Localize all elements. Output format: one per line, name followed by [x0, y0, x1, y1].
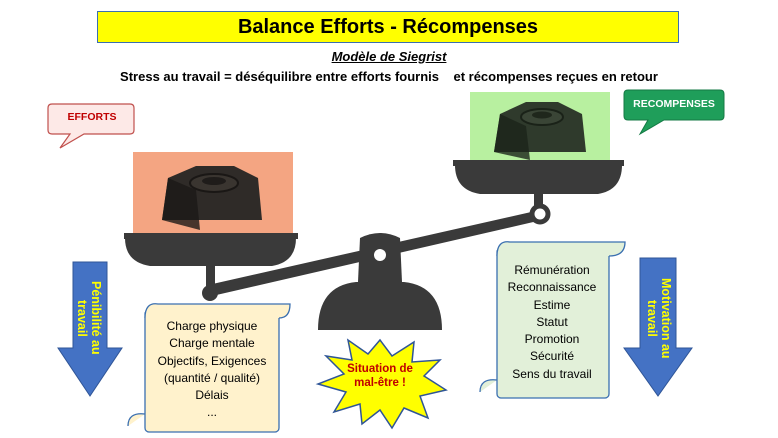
rewards-weight-icon — [494, 102, 586, 160]
rewards-scroll-icon — [479, 241, 626, 399]
list-item: Reconnaissance — [507, 280, 597, 295]
list-item: Charge physique — [166, 319, 258, 333]
list-item: (quantité / qualité) — [163, 370, 261, 385]
list-item: Délais — [195, 388, 229, 403]
motivation-label: Motivation au travail — [645, 277, 673, 359]
page-title: Balance Efforts - Récompenses — [97, 11, 679, 43]
model-subtitle: Modèle de Siegrist — [331, 49, 447, 64]
efforts-speech-bubble-icon — [47, 103, 135, 149]
list-item: Rémunération — [514, 263, 590, 277]
balance-scale-icon — [124, 160, 624, 330]
list-item: Charge mentale — [169, 336, 255, 351]
right-down-arrow-icon — [623, 257, 693, 397]
list-item: Sens du travail — [512, 366, 592, 381]
stress-statement: Stress au travail = déséquilibre entre e… — [120, 69, 658, 84]
list-item: Sécurité — [529, 349, 575, 364]
situation-line-2: mal-être ! — [354, 377, 406, 389]
rewards-list: Rémunération Reconnaissance Estime Statu… — [502, 262, 602, 383]
list-item: ... — [206, 405, 217, 420]
situation-line-1: Situation de — [347, 363, 413, 375]
list-item: Promotion — [524, 332, 580, 347]
efforts-scroll-icon — [127, 303, 291, 433]
list-item: Estime — [533, 297, 571, 312]
efforts-weight-icon — [162, 166, 262, 230]
list-item: Statut — [536, 314, 568, 329]
list-item: Objectifs, Exigences — [157, 353, 267, 368]
rewards-speech-bubble-icon — [623, 89, 725, 136]
situation-text: Situation de mal-être ! — [335, 362, 425, 390]
rewards-label: RECOMPENSES — [633, 98, 715, 110]
efforts-label: EFFORTS — [67, 111, 117, 123]
starburst-icon — [315, 338, 448, 430]
penibilite-label: Pénibilité au travail — [75, 281, 103, 355]
efforts-list: Charge physique Charge mentale Objectifs… — [150, 318, 274, 422]
left-down-arrow-icon — [57, 261, 123, 397]
